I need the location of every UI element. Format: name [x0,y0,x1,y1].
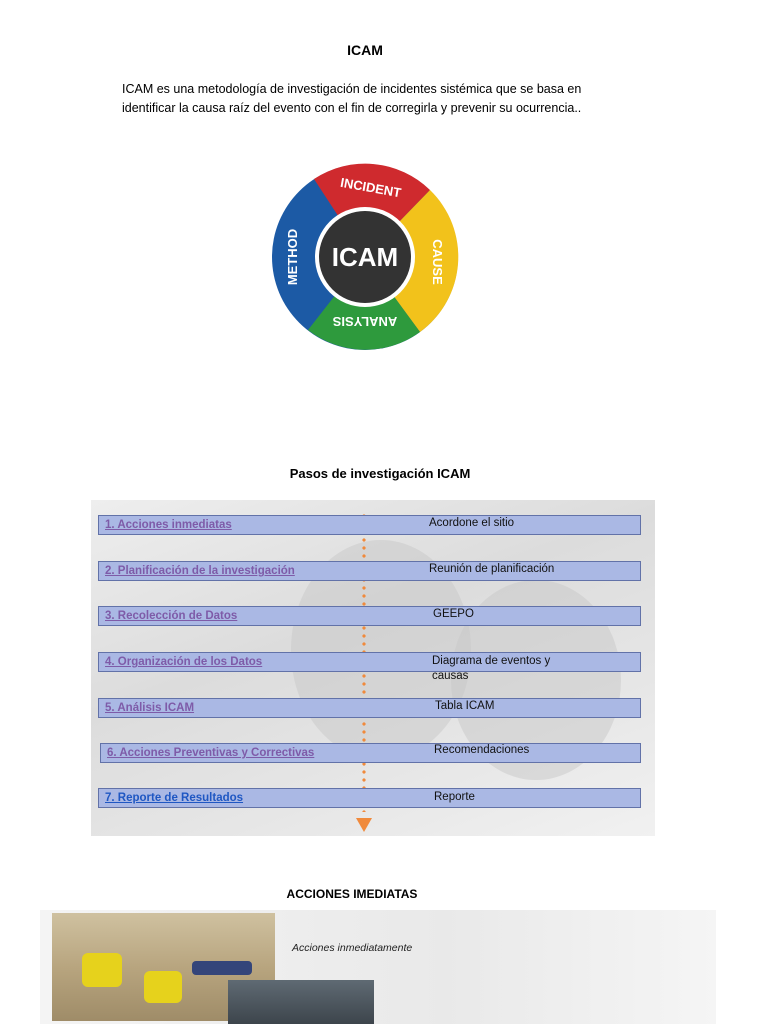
step-link[interactable]: 7. Reporte de Resultados [105,792,244,804]
step-link[interactable]: 2. Planificación de la investigación [105,565,295,577]
step-row: 3. Recolección de Datos [98,606,641,626]
step-description: Acordone el sitio [429,517,515,529]
intro-paragraph: ICAM es una metodología de investigación… [122,80,622,118]
step-description: Reporte [434,791,475,803]
worker-vest-icon [82,953,122,987]
intro-line: ICAM es una metodología de investigación… [122,82,582,96]
step-description: Recomendaciones [434,744,530,756]
icam-logo: ICAM INCIDENT CAUSE ANALYSIS METHOD [272,163,459,350]
steps-panel: 1. Acciones inmediatas Acordone el sitio… [91,500,655,836]
acciones-caption: Acciones inmediatamente [292,942,413,954]
timeline-arrow-icon [356,818,372,832]
logo-center [319,211,411,303]
step-description: Tabla ICAM [435,700,495,712]
step-description: Reunión de planificación [429,563,555,575]
logo-center-text: ICAM [332,242,398,272]
step-link[interactable]: 6. Acciones Preventivas y Correctivas [107,747,315,759]
step-link[interactable]: 4. Organización de los Datos [105,656,263,668]
worker-legs-icon [192,961,252,975]
step-row: 2. Planificación de la investigación [98,561,641,581]
logo-analysis-text: ANALYSIS [332,314,397,329]
step-description: GEEPO [433,608,474,620]
rescue-photo [228,980,374,1024]
step-row: 6. Acciones Preventivas y Correctivas [100,743,641,763]
step-row: 4. Organización de los Datos [98,652,641,672]
step-description: Diagrama de eventos y causas [432,655,551,682]
acciones-title: ACCIONES IMEDIATAS [286,887,418,901]
document-title: ICAM [347,42,383,58]
worker-vest-icon [144,971,182,1003]
logo-cause-text: CAUSE [430,239,445,285]
intro-line: identificar la causa raíz del evento con… [122,101,582,115]
logo-method-text: METHOD [285,229,300,285]
step-row: 7. Reporte de Resultados [98,788,641,808]
step-link[interactable]: 5. Análisis ICAM [105,702,195,714]
step-link[interactable]: 3. Recolección de Datos [105,610,238,622]
step-link[interactable]: 1. Acciones inmediatas [105,519,232,531]
step-row: 1. Acciones inmediatas [98,515,641,535]
step-row: 5. Análisis ICAM [98,698,641,718]
acciones-panel: Acciones inmediatamente [40,910,716,1024]
steps-title: Pasos de investigación ICAM [289,466,471,481]
